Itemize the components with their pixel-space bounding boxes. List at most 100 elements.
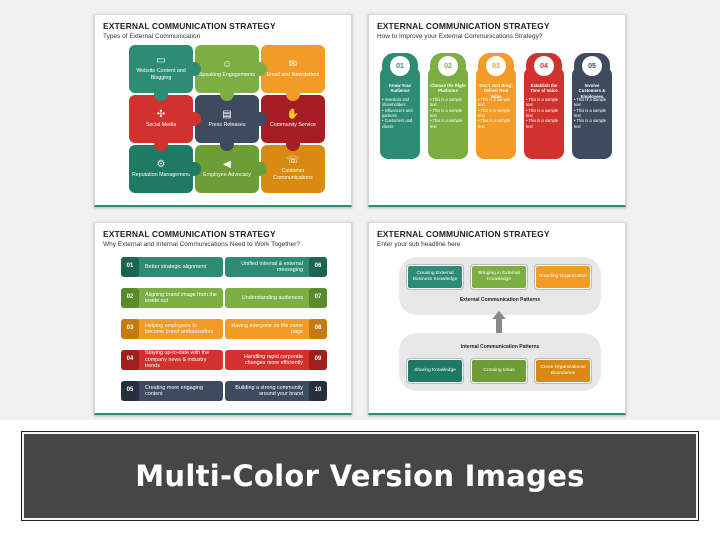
puzzle-knob bbox=[220, 87, 234, 101]
step-bullet: This is a sample text bbox=[574, 118, 610, 129]
step-bullet: This is a sample text bbox=[526, 97, 562, 108]
slide-communication-patterns[interactable]: EXTERNAL COMMUNICATION STRATEGY Enter yo… bbox=[368, 222, 626, 415]
reason-item[interactable]: 05 Creating more engaging content bbox=[121, 381, 223, 401]
double-arrow-icon bbox=[492, 311, 506, 345]
hands-icon: ✋ bbox=[286, 108, 300, 120]
puzzle-piece[interactable]: ▤Press Releases bbox=[195, 95, 259, 143]
reason-text: Helping employees to become brand ambass… bbox=[145, 322, 214, 335]
step-bullet: This is a sample text bbox=[478, 97, 514, 108]
puzzle-knob bbox=[286, 87, 300, 101]
step-number: 02 bbox=[438, 56, 458, 76]
gears-icon: ⚙ bbox=[156, 158, 166, 170]
internal-pattern-box[interactable]: Cross-Organizational Boundaries bbox=[535, 359, 591, 383]
step-heading: Choose the Right Platforms bbox=[430, 83, 466, 94]
step-bullets: This is a sample textThis is a sample te… bbox=[478, 97, 514, 129]
internal-patterns-label: Internal Communication Patterns bbox=[460, 344, 540, 350]
step-bullets: This is a sample textThis is a sample te… bbox=[430, 97, 466, 129]
slide-subtitle: How to Improve your External Communicati… bbox=[377, 33, 543, 40]
step-bullets: This is a sample textThis is a sample te… bbox=[574, 97, 610, 129]
puzzle-piece[interactable]: ✉Email and Newsletters bbox=[261, 45, 325, 93]
slide-title: EXTERNAL COMMUNICATION STRATEGY bbox=[103, 229, 276, 239]
reason-number: 01 bbox=[121, 257, 139, 277]
step-bullet: This is a sample text bbox=[430, 108, 466, 119]
puzzle-piece-label: Reputation Management bbox=[131, 171, 190, 178]
reason-number: 03 bbox=[121, 319, 139, 339]
network-icon: ✣ bbox=[156, 108, 166, 120]
step-number: 03 bbox=[486, 56, 506, 76]
reason-item[interactable]: 03 Helping employees to become brand amba… bbox=[121, 319, 223, 339]
step-bullets: Investors and shareholdersInfluencers an… bbox=[382, 97, 418, 129]
reason-number: 05 bbox=[121, 381, 139, 401]
slide-improve-strategy[interactable]: EXTERNAL COMMUNICATION STRATEGY How to I… bbox=[368, 14, 626, 207]
people-icon: ☺ bbox=[221, 58, 233, 70]
external-pattern-box[interactable]: Bringing in External Knowledge bbox=[471, 265, 527, 289]
reason-number: 02 bbox=[121, 288, 139, 308]
reason-text: Creating more engaging content bbox=[145, 384, 203, 397]
puzzle-knob bbox=[286, 137, 300, 151]
slide-title: EXTERNAL COMMUNICATION STRATEGY bbox=[377, 21, 550, 31]
chat-icon: ☏ bbox=[286, 155, 300, 167]
puzzle-knob bbox=[154, 87, 168, 101]
external-patterns-label: External Communication Patterns bbox=[459, 297, 541, 303]
envelope-icon: ✉ bbox=[288, 58, 298, 70]
puzzle-piece-label: Community Service bbox=[270, 121, 316, 128]
external-pattern-box[interactable]: Branding Organization bbox=[535, 265, 591, 289]
reason-item[interactable]: Handling rapid corporate changes more ef… bbox=[225, 350, 327, 370]
step-cap: 04 bbox=[526, 53, 562, 79]
puzzle-piece[interactable]: ⚙Reputation Management bbox=[129, 145, 193, 193]
step-bullet: Investors and shareholders bbox=[382, 97, 418, 108]
reason-number: 09 bbox=[309, 350, 327, 370]
step-number: 01 bbox=[390, 56, 410, 76]
puzzle-piece[interactable]: ▭Website Content and Blogging bbox=[129, 45, 193, 93]
slide-subtitle: Types of External Communication bbox=[103, 33, 201, 40]
puzzle-piece-label: Press Releases bbox=[208, 121, 246, 128]
internal-pattern-box[interactable]: Sharing Knowledge bbox=[407, 359, 463, 383]
puzzle-piece[interactable]: ☺Speaking Engagements bbox=[195, 45, 259, 93]
reason-number: 07 bbox=[309, 288, 327, 308]
slide-title: EXTERNAL COMMUNICATION STRATEGY bbox=[103, 21, 276, 31]
reason-item[interactable]: Having everyone on the same page 08 bbox=[225, 319, 327, 339]
puzzle-knob bbox=[253, 62, 267, 76]
step-bullet: This is a sample text bbox=[478, 118, 514, 129]
step-bullet: This is a sample text bbox=[430, 118, 466, 129]
internal-pattern-box[interactable]: Creating Ideas bbox=[471, 359, 527, 383]
banner-title: Multi-Color Version Images bbox=[135, 459, 585, 493]
step-number: 05 bbox=[582, 56, 602, 76]
step-cap: 01 bbox=[382, 53, 418, 79]
step-bullet: This is a sample text bbox=[478, 108, 514, 119]
puzzle-knob bbox=[253, 112, 267, 126]
reason-text: Having everyone on the same page bbox=[231, 322, 303, 335]
reason-text: Better strategic alignment bbox=[145, 263, 207, 270]
puzzle-piece-label: Email and Newsletters bbox=[266, 71, 320, 78]
puzzle-piece[interactable]: ✣Social Media bbox=[129, 95, 193, 143]
puzzle-piece-label: Customer Communications bbox=[273, 168, 313, 181]
reason-number: 08 bbox=[309, 319, 327, 339]
step-heading: Establish the Tone of Voice bbox=[530, 83, 558, 94]
puzzle-knob bbox=[220, 137, 234, 151]
puzzle-knob bbox=[154, 137, 168, 151]
slide-types-of-communication[interactable]: EXTERNAL COMMUNICATION STRATEGY Types of… bbox=[94, 14, 352, 207]
reason-text: Unified internal & external messaging bbox=[241, 260, 303, 273]
reason-number: 10 bbox=[309, 381, 327, 401]
external-pattern-box[interactable]: Creating External Business Knowledge bbox=[407, 265, 463, 289]
step-bullet: This is a sample text bbox=[526, 118, 562, 129]
reason-item[interactable]: 01 Better strategic alignment bbox=[121, 257, 223, 277]
reason-text: Building a strong community around your … bbox=[235, 384, 303, 397]
puzzle-piece[interactable]: ◀Employee Advocacy bbox=[195, 145, 259, 193]
slide-work-together[interactable]: EXTERNAL COMMUNICATION STRATEGY Why Exte… bbox=[94, 222, 352, 415]
puzzle-piece-label: Website Content and Blogging bbox=[136, 68, 186, 81]
puzzle-piece[interactable]: ✋Community Service bbox=[261, 95, 325, 143]
reason-item[interactable]: Building a strong community around your … bbox=[225, 381, 327, 401]
puzzle-piece[interactable]: ☏Customer Communications bbox=[261, 145, 325, 193]
reason-text: Staying up-to-date with the company news… bbox=[145, 350, 210, 370]
banner: Multi-Color Version Images bbox=[21, 431, 699, 521]
